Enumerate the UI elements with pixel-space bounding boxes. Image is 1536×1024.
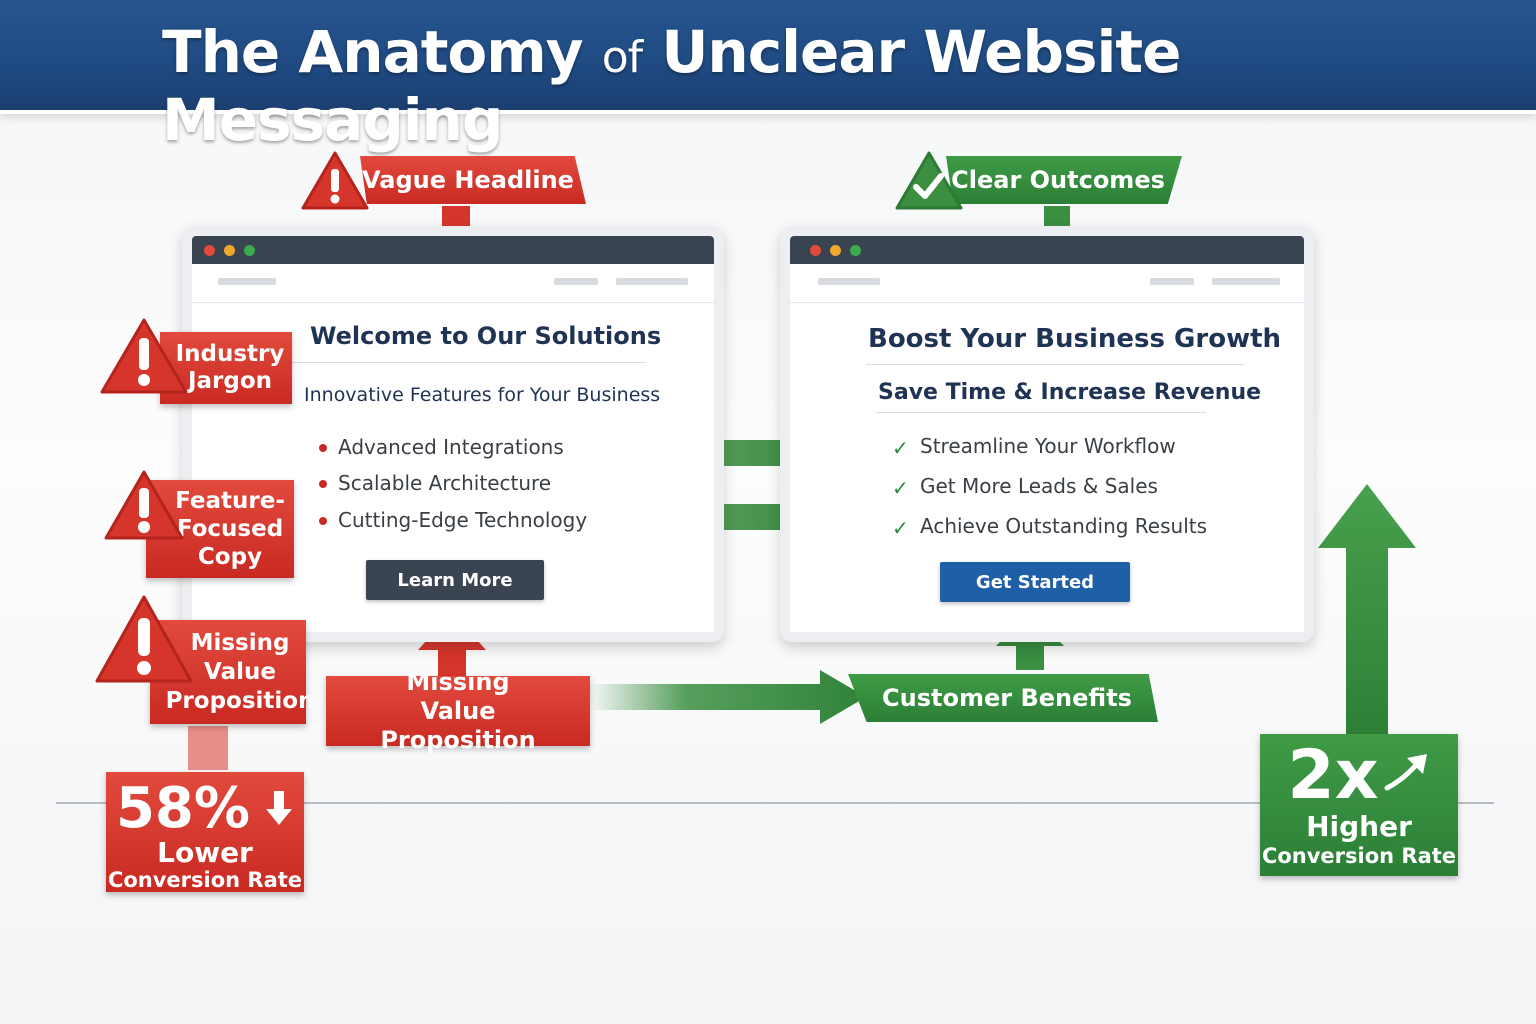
clear-benefit-3: Achieve Outstanding Results [920, 514, 1208, 538]
nav-divider [790, 302, 1304, 303]
nav-placeholder-1 [554, 278, 598, 285]
title-divider [866, 364, 1244, 365]
minimize-dot-icon [830, 245, 841, 256]
warning-triangle-icon [104, 470, 184, 540]
red-up-arrow [418, 612, 486, 676]
vague-headline-label: Vague Headline [360, 156, 586, 204]
unclear-feature-2: Scalable Architecture [338, 471, 552, 495]
lower-conversion-stat: 58% Lower Conversion Rate [106, 772, 304, 892]
get-started-button[interactable]: Get Started [940, 562, 1130, 602]
close-dot-icon [810, 245, 821, 256]
close-dot-icon [204, 245, 215, 256]
clear-website-mockup: Boost Your Business Growth Save Time & I… [780, 226, 1314, 642]
lower-stat-line1: Lower [157, 836, 253, 869]
red-connector [188, 726, 228, 770]
nav-placeholder-1 [1150, 278, 1194, 285]
clear-benefit-1: Streamline Your Workflow [920, 434, 1176, 458]
clear-outcomes-text: Clear Outcomes [951, 166, 1165, 194]
up-right-arrow-icon [1384, 754, 1427, 791]
clear-page-title: Boost Your Business Growth [868, 324, 1282, 354]
nav-placeholder-2 [1212, 278, 1280, 285]
customer-benefits-label: Customer Benefits [848, 674, 1158, 722]
checkmark-icon: ✓ [892, 518, 909, 540]
customer-benefits-text: Customer Benefits [882, 684, 1132, 712]
warning-triangle-icon [100, 318, 188, 394]
unclear-feature-1: Advanced Integrations [338, 435, 564, 459]
industry-jargon-text: Industry Jargon [175, 341, 285, 394]
minimize-dot-icon [224, 245, 235, 256]
big-green-up-arrow [1318, 484, 1416, 736]
vague-headline-text: Vague Headline [362, 166, 574, 194]
feature-focused-copy-text: Feature-Focused Copy [175, 488, 285, 570]
higher-stat-line1: Higher [1306, 810, 1412, 843]
baseline-divider [56, 802, 1494, 804]
higher-stat-line2: Conversion Rate [1261, 844, 1457, 868]
bullet-icon [319, 444, 327, 452]
missing-value-bottom-label: Missing Value Proposition [326, 668, 590, 754]
clear-page-subtitle: Save Time & Increase Revenue [878, 380, 1262, 405]
unclear-page-subtitle: Innovative Features for Your Business [304, 384, 661, 406]
clear-outcomes-label: Clear Outcomes [946, 156, 1182, 204]
header-bar: The Anatomy of Unclear Website Messaging [0, 0, 1536, 154]
green-long-right-arrow [588, 670, 866, 724]
missing-value-bottom-text: Missing Value Proposition [380, 667, 536, 754]
bullet-icon [319, 480, 327, 488]
unclear-website-mockup: Welcome to Our Solutions Innovative Feat… [182, 226, 724, 642]
unclear-feature-3: Cutting-Edge Technology [338, 508, 588, 532]
browser-titlebar [790, 236, 1304, 264]
clear-benefit-2: Get More Leads & Sales [920, 474, 1158, 498]
bullet-icon [319, 517, 327, 525]
nav-placeholder-2 [616, 278, 688, 285]
missing-value-left-text: Missing Value Proposition [165, 629, 315, 714]
checkmark-icon: ✓ [892, 478, 909, 500]
check-triangle-icon [895, 151, 963, 210]
unclear-page-title: Welcome to Our Solutions [310, 322, 662, 350]
logo-placeholder [218, 278, 276, 285]
browser-titlebar [192, 236, 714, 264]
title-divider [292, 362, 646, 363]
higher-stat-value: 2x [1287, 736, 1379, 815]
page-title: The Anatomy of Unclear Website Messaging [162, 18, 1181, 154]
higher-conversion-stat: 2x Higher Conversion Rate [1260, 734, 1458, 876]
warning-triangle-icon [95, 595, 193, 683]
maximize-dot-icon [850, 245, 861, 256]
down-arrow-icon [266, 791, 293, 825]
subtitle-divider [876, 412, 1206, 413]
lower-stat-value: 58% [115, 776, 251, 841]
warning-triangle-icon [301, 151, 369, 210]
checkmark-icon: ✓ [892, 438, 909, 460]
learn-more-button[interactable]: Learn More [366, 560, 544, 600]
nav-divider [192, 302, 714, 303]
lower-stat-line2: Conversion Rate [107, 868, 303, 892]
logo-placeholder [818, 278, 880, 285]
maximize-dot-icon [244, 245, 255, 256]
